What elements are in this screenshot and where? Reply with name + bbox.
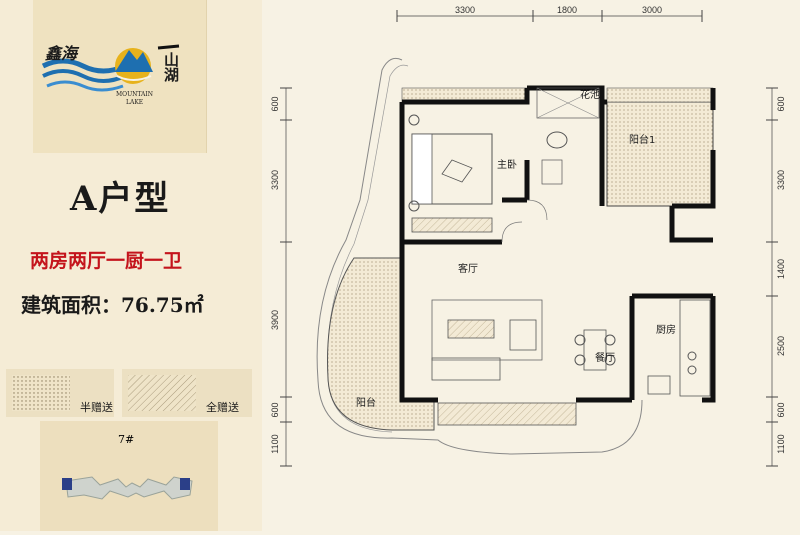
logo-english-line1: MOUNTAIN: [116, 91, 153, 98]
label-dining-room: 餐厅: [595, 351, 615, 364]
label-kitchen: 厨房: [656, 323, 676, 336]
label-balcony: 阳台: [356, 396, 376, 409]
dim-left-2: 3300: [270, 170, 280, 190]
logo-right-text: 山湖: [162, 52, 180, 82]
dim-right-3: 1400: [776, 259, 786, 279]
unit-type-title: A户型: [70, 179, 171, 219]
building-location-map: 7#: [40, 421, 218, 531]
dim-top-1: 3300: [455, 5, 475, 15]
logo-card: 鑫海 MOUNTAIN LAKE 山湖: [33, 0, 207, 153]
floor-area-text: 建筑面积：76.75㎡: [21, 293, 204, 317]
label-flower-pool: 花池: [580, 88, 600, 101]
label-master-bedroom: 主卧: [497, 158, 517, 171]
label-living-room: 客厅: [458, 262, 478, 275]
half-gift-swatch: [12, 375, 70, 411]
dim-top-2: 1800: [557, 5, 577, 15]
dim-left-1: 600: [270, 96, 280, 111]
building-outline: [62, 476, 193, 500]
label-balcony-1: 阳台1: [629, 133, 655, 146]
dim-top-3: 3000: [642, 5, 662, 15]
logo-graphic: [41, 44, 180, 92]
dim-right-2: 3300: [776, 170, 786, 190]
dim-left-4: 600: [270, 402, 280, 417]
building-number: 7#: [118, 433, 135, 446]
full-gift-swatch: [128, 375, 196, 411]
legend-half-gift: 半赠送: [6, 369, 114, 417]
info-panel: 鑫海 MOUNTAIN LAKE 山湖 A户型 两房两厅一厨一卫 建筑面积：76…: [0, 0, 262, 531]
logo-english-line2: LAKE: [126, 99, 144, 106]
legend-full-gift: 全赠送: [122, 369, 252, 417]
logo-chinese-name: 鑫海: [45, 44, 78, 63]
floor-plan: 3300 1800 3000 600 3300 3900 600 1100 60…: [270, 5, 786, 467]
dim-left-3: 3900: [270, 310, 280, 330]
dim-right-6: 1100: [776, 434, 786, 453]
layout-subtitle: 两房两厅一厨一卫: [30, 250, 183, 272]
dim-right-1: 600: [776, 96, 786, 111]
dim-right-5: 600: [776, 402, 786, 417]
dim-right-4: 2500: [776, 336, 786, 356]
walls: [399, 85, 716, 403]
dim-left-5: 1100: [270, 434, 280, 453]
half-gift-label: 半赠送: [80, 401, 113, 414]
full-gift-label: 全赠送: [206, 401, 239, 414]
